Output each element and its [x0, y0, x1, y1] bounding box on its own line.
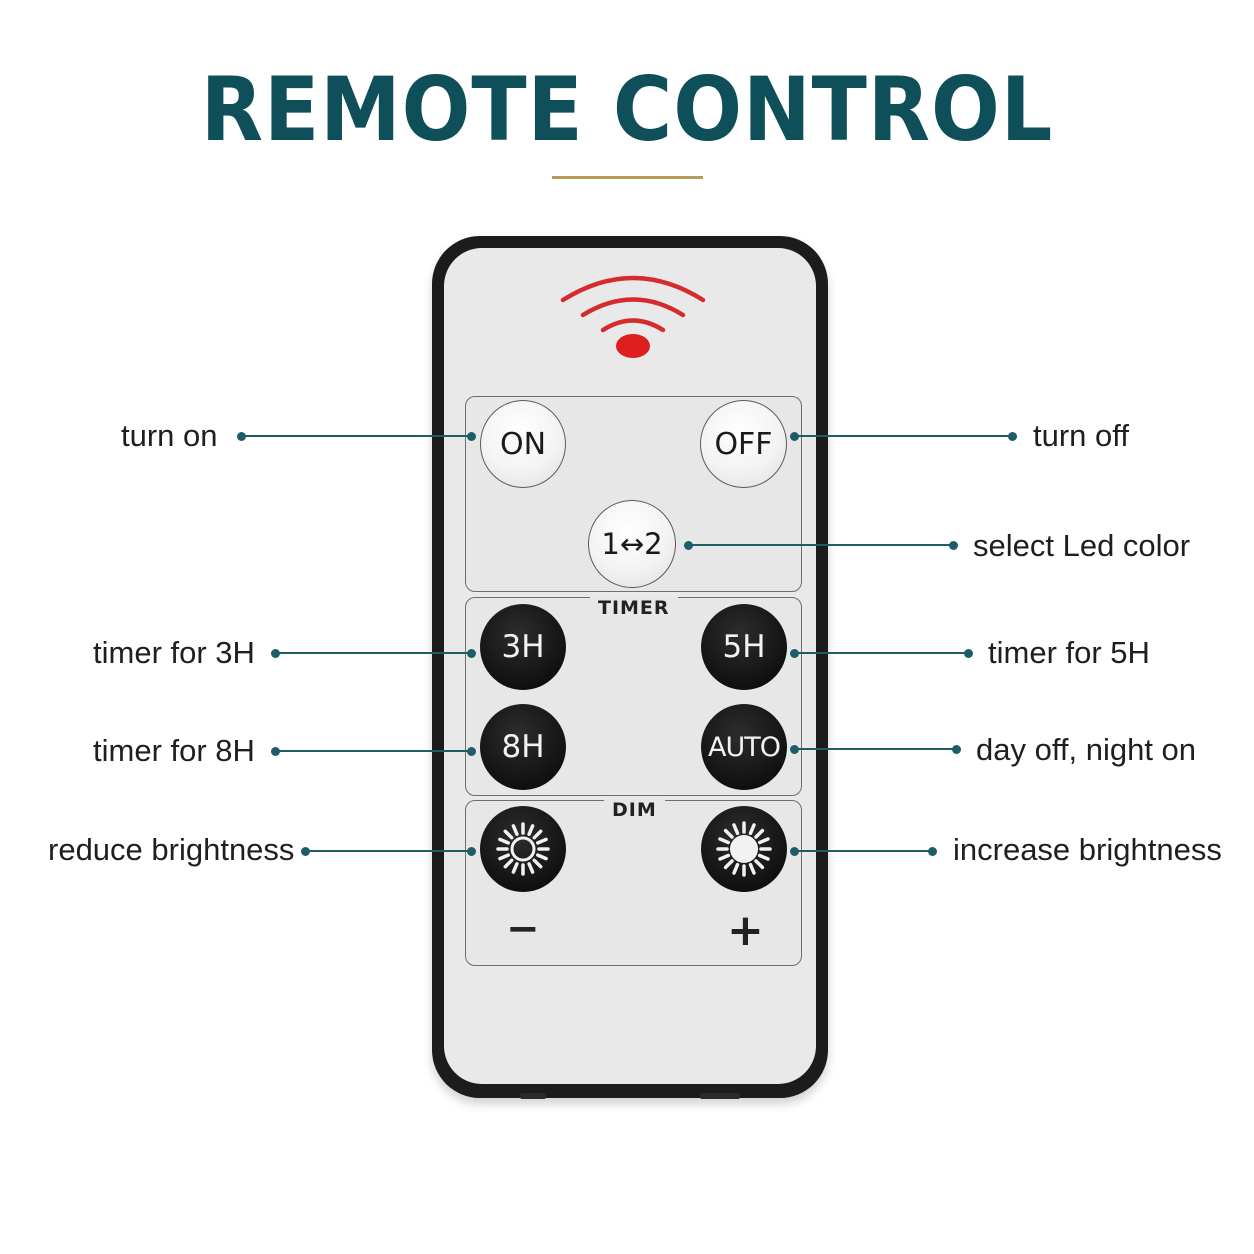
- dim-section-label: DIM: [604, 799, 665, 821]
- leader-line: [794, 748, 956, 750]
- timer-8h-label: 8H: [501, 729, 545, 765]
- dim-up-button[interactable]: [701, 806, 787, 892]
- callout-timer-8h: timer for 8H: [93, 733, 255, 768]
- page-title: REMOTE CONTROL: [200, 58, 1054, 161]
- timer-8h-button[interactable]: 8H: [480, 704, 566, 790]
- callout-select-color: select Led color: [973, 528, 1191, 563]
- signal-wave-inner: [600, 318, 666, 333]
- leader-dot: [467, 747, 476, 756]
- leader-line: [794, 850, 932, 852]
- callout-turn-off: turn off: [1033, 418, 1129, 453]
- callout-reduce-brightness: reduce brightness: [48, 832, 295, 867]
- on-button-label: ON: [499, 426, 547, 462]
- leader-line: [275, 750, 471, 752]
- callout-increase-brightness: increase brightness: [953, 832, 1222, 867]
- leader-dot: [467, 432, 476, 441]
- timer-5h-label: 5H: [722, 629, 766, 665]
- color-select-button[interactable]: 1↔2: [588, 500, 676, 588]
- remote-notch: [520, 1093, 546, 1099]
- timer-section-label: TIMER: [590, 597, 678, 619]
- title-divider: [552, 176, 703, 179]
- leader-line: [241, 435, 471, 437]
- leader-line: [794, 652, 968, 654]
- off-button-label: OFF: [714, 426, 773, 462]
- color-select-label: 1↔2: [601, 527, 663, 561]
- timer-5h-button[interactable]: 5H: [701, 604, 787, 690]
- leader-dot: [952, 745, 961, 754]
- callout-turn-on: turn on: [121, 418, 218, 453]
- callout-timer-5h: timer for 5H: [988, 635, 1150, 670]
- on-button[interactable]: ON: [480, 400, 566, 488]
- callout-timer-3h: timer for 3H: [93, 635, 255, 670]
- leader-dot: [928, 847, 937, 856]
- signal-led: [616, 334, 650, 358]
- dim-down-button[interactable]: [480, 806, 566, 892]
- leader-dot: [1008, 432, 1017, 441]
- auto-button[interactable]: AUTO: [701, 704, 787, 790]
- remote-notch: [700, 1093, 740, 1099]
- callout-day-off-night-on: day off, night on: [976, 732, 1197, 767]
- timer-3h-label: 3H: [501, 629, 545, 665]
- plus-sign: +: [727, 905, 764, 956]
- leader-dot: [964, 649, 973, 658]
- sun-icon: [716, 821, 772, 877]
- minus-sign: −: [506, 906, 540, 952]
- leader-dot: [467, 847, 476, 856]
- infrared-signal-icon: [560, 275, 706, 358]
- leader-line: [794, 435, 1012, 437]
- leader-dot: [467, 649, 476, 658]
- leader-dot: [949, 541, 958, 550]
- timer-3h-button[interactable]: 3H: [480, 604, 566, 690]
- auto-button-label: AUTO: [708, 731, 781, 763]
- off-button[interactable]: OFF: [700, 400, 787, 488]
- signal-wave-middle: [580, 297, 686, 318]
- leader-line: [305, 850, 471, 852]
- leader-line: [275, 652, 471, 654]
- sun-icon: [496, 822, 550, 876]
- leader-line: [688, 544, 953, 546]
- signal-wave-outer: [560, 275, 706, 303]
